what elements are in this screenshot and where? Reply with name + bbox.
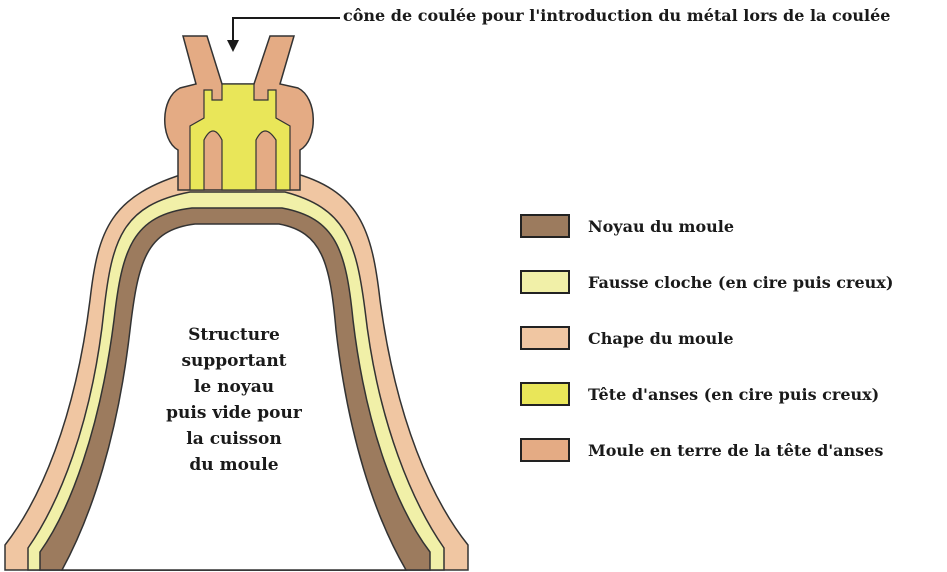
legend-item-cope: Chape du moule — [520, 310, 940, 366]
legend-label: Tête d'anses (en cire puis creux) — [588, 384, 880, 404]
legend-swatch — [520, 326, 570, 350]
legend-item-canons-wax: Tête d'anses (en cire puis creux) — [520, 366, 940, 422]
center-text-line: Structure — [188, 325, 280, 345]
pour-cone-label: cône de coulée pour l'introduction du mé… — [343, 6, 891, 25]
legend-item-false-bell: Fausse cloche (en cire puis creux) — [520, 254, 940, 310]
inner-support-structure — [60, 223, 408, 571]
legend: Noyau du moule Fausse cloche (en cire pu… — [520, 198, 940, 478]
legend-item-core: Noyau du moule — [520, 198, 940, 254]
legend-label: Chape du moule — [588, 328, 734, 348]
legend-swatch — [520, 214, 570, 238]
center-text-block: Structure supportant le noyau puis vide … — [166, 325, 303, 475]
center-text-line: la cuisson — [186, 429, 281, 449]
center-text-line: du moule — [189, 455, 278, 475]
legend-label: Moule en terre de la tête d'anses — [588, 440, 884, 460]
wax-canons — [189, 83, 291, 191]
legend-swatch — [520, 270, 570, 294]
legend-label: Noyau du moule — [588, 216, 735, 236]
center-text-line: supportant — [181, 351, 286, 371]
legend-swatch — [520, 438, 570, 462]
pour-cone-arrowhead — [227, 40, 239, 52]
legend-label: Fausse cloche (en cire puis creux) — [588, 272, 894, 292]
center-text-line: le noyau — [194, 377, 274, 397]
legend-swatch — [520, 382, 570, 406]
center-text-line: puis vide pour — [166, 403, 303, 423]
pour-cone-arrow — [232, 17, 340, 45]
legend-item-canons-mold: Moule en terre de la tête d'anses — [520, 422, 940, 478]
